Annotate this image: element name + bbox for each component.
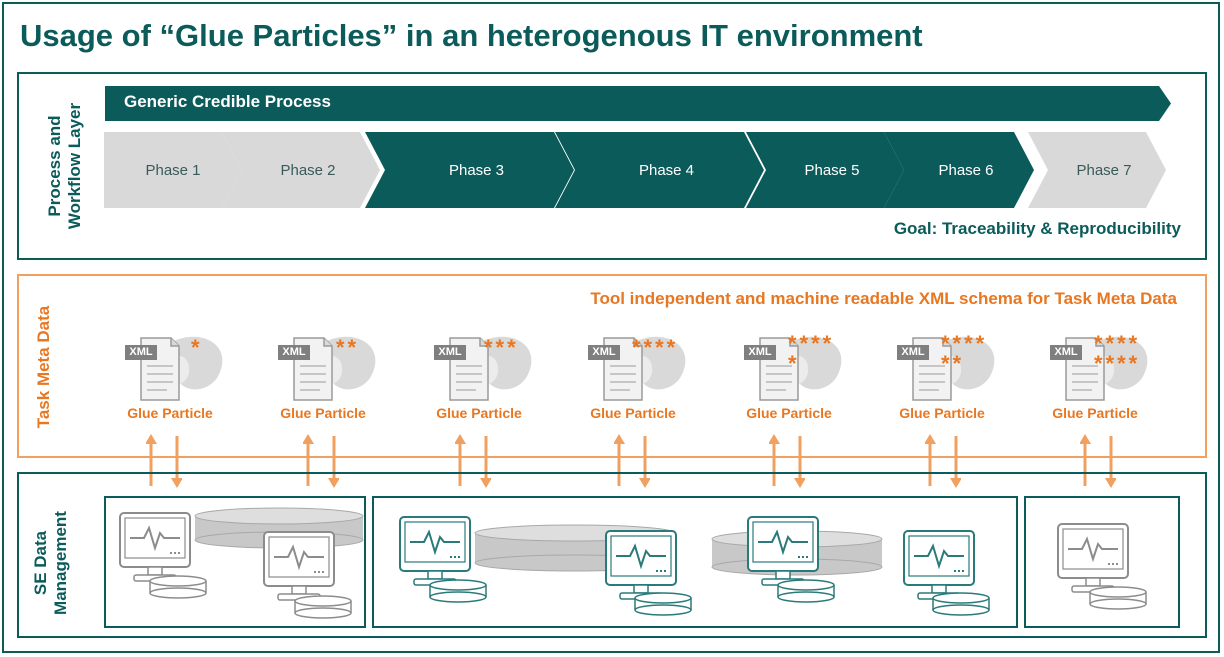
phase-3: Phase 3 bbox=[365, 132, 574, 208]
process-layer-panel bbox=[17, 72, 1207, 260]
page-title: Usage of “Glue Particles” in an heteroge… bbox=[20, 18, 923, 53]
phase-label: Phase 5 bbox=[804, 161, 860, 179]
completeness-stars: ** bbox=[336, 335, 360, 360]
phase-6: Phase 6 bbox=[884, 132, 1034, 208]
phase-2: Phase 2 bbox=[222, 132, 380, 208]
phase-5: Phase 5 bbox=[746, 132, 904, 208]
glue-particle: XML * Glue Particle bbox=[105, 328, 235, 438]
xml-schema-header: Tool independent and machine readable XM… bbox=[590, 289, 1177, 308]
glue-particle: XML ** Glue Particle bbox=[258, 328, 388, 438]
task-meta-side-label: Task Meta Data bbox=[34, 305, 53, 429]
process-layer-side-label: Process and Workflow Layer bbox=[45, 86, 85, 246]
glue-particle-label: Glue Particle bbox=[1052, 405, 1138, 421]
completeness-stars: **** bbox=[788, 331, 835, 356]
xml-badge: XML bbox=[901, 346, 925, 358]
completeness-stars-line2: **** bbox=[1094, 351, 1141, 376]
data-mgmt-panel bbox=[17, 472, 1207, 638]
data-mgmt-side-label-line1: SE Data bbox=[31, 530, 50, 596]
process-layer-side-label-line1: Process and bbox=[45, 115, 64, 217]
bidirectional-arrow-icon bbox=[145, 434, 183, 488]
xml-document-icon bbox=[1050, 336, 1148, 401]
generic-process-bar: Generic Credible Process bbox=[105, 86, 1171, 121]
completeness-stars: **** bbox=[1094, 331, 1141, 356]
goal-text: Goal: Traceability & Reproducibility bbox=[893, 219, 1181, 238]
xml-badge: XML bbox=[748, 346, 772, 358]
xml-document-icon bbox=[278, 336, 376, 401]
completeness-stars-line2: ** bbox=[941, 351, 965, 376]
completeness-stars-line2: * bbox=[788, 351, 800, 376]
glue-particle-label: Glue Particle bbox=[899, 405, 985, 421]
phase-label: Phase 2 bbox=[280, 161, 336, 179]
completeness-stars: *** bbox=[484, 335, 519, 360]
xml-document-icon bbox=[897, 336, 995, 401]
glue-particle-label: Glue Particle bbox=[590, 405, 676, 421]
glue-particle: XML ****** Glue Particle bbox=[877, 328, 1007, 438]
glue-particle-label: Glue Particle bbox=[127, 405, 213, 421]
xml-document-icon bbox=[125, 336, 223, 401]
bidirectional-arrow-icon bbox=[454, 434, 492, 488]
xml-badge: XML bbox=[438, 346, 462, 358]
glue-particle-label: Glue Particle bbox=[746, 405, 832, 421]
process-layer-side-label-line2: Workflow Layer bbox=[65, 102, 84, 230]
phase-label: Phase 3 bbox=[448, 161, 505, 179]
task-meta-panel bbox=[17, 274, 1207, 458]
completeness-stars: **** bbox=[632, 335, 679, 360]
data-group-right bbox=[1024, 496, 1180, 628]
phase-1: Phase 1 bbox=[104, 132, 242, 208]
glue-particle-label: Glue Particle bbox=[436, 405, 522, 421]
phase-7: Phase 7 bbox=[1028, 132, 1166, 208]
xml-badge: XML bbox=[129, 346, 153, 358]
phase-label: Phase 4 bbox=[638, 161, 695, 179]
glue-particle: XML **** Glue Particle bbox=[568, 328, 698, 438]
xml-badge: XML bbox=[592, 346, 616, 358]
generic-process-label: Generic Credible Process bbox=[124, 92, 331, 111]
phase-label: Phase 6 bbox=[938, 161, 994, 179]
glue-particle: XML ******** Glue Particle bbox=[1030, 328, 1160, 438]
xml-document-icon bbox=[744, 336, 842, 401]
data-mgmt-side-label-line2: Management bbox=[51, 511, 70, 615]
phase-4: Phase 4 bbox=[555, 132, 764, 208]
glue-particle-label: Glue Particle bbox=[280, 405, 366, 421]
glue-particle: XML *** Glue Particle bbox=[414, 328, 544, 438]
data-mgmt-side-label: SE Data Management bbox=[31, 503, 71, 623]
xml-document-icon bbox=[434, 336, 532, 401]
phase-label: Phase 1 bbox=[145, 161, 201, 179]
glue-particle: XML ***** Glue Particle bbox=[724, 328, 854, 438]
xml-badge: XML bbox=[1054, 346, 1078, 358]
xml-document-icon bbox=[588, 336, 686, 401]
xml-badge: XML bbox=[282, 346, 306, 358]
completeness-stars: * bbox=[191, 335, 203, 360]
data-group-middle bbox=[372, 496, 1018, 628]
completeness-stars: **** bbox=[941, 331, 988, 356]
data-group-left bbox=[104, 496, 366, 628]
phase-label: Phase 7 bbox=[1076, 161, 1132, 179]
